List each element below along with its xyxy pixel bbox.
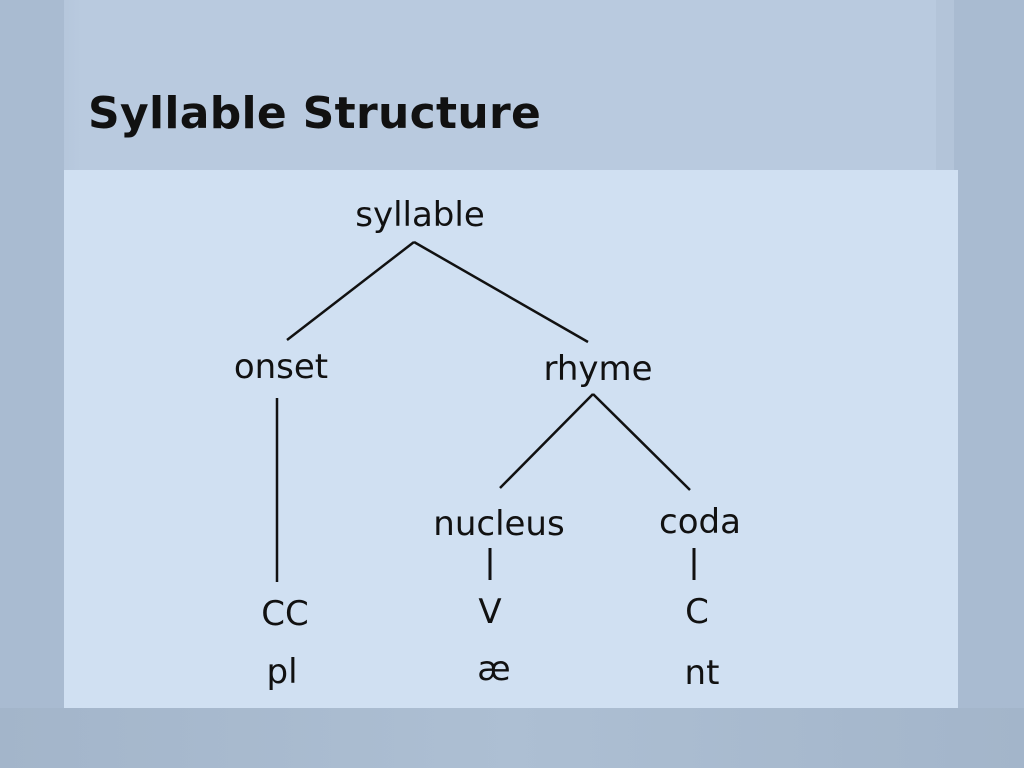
edge-rhyme-coda: [592, 393, 691, 491]
slot-v: V: [478, 592, 501, 632]
segment-nt: nt: [685, 653, 720, 693]
node-nucleus: nucleus: [433, 504, 564, 544]
edge-syllable-onset: [286, 241, 415, 341]
footer-bar: [0, 708, 1024, 768]
node-onset: onset: [234, 347, 328, 387]
node-coda: coda: [659, 502, 741, 542]
slide-title: Syllable Structure: [88, 88, 542, 139]
slot-c: C: [685, 592, 709, 632]
content-panel: [64, 170, 958, 708]
right-margin-band: [954, 0, 1024, 768]
edge-syllable-rhyme: [413, 240, 589, 344]
node-syllable: syllable: [355, 195, 485, 235]
edge-rhyme-nucleus: [499, 393, 594, 489]
segment-pl: pl: [266, 652, 297, 692]
left-margin-band: [0, 0, 64, 768]
node-rhyme: rhyme: [543, 349, 652, 389]
slot-cc: CC: [261, 594, 308, 634]
segment-ae: æ: [477, 649, 510, 689]
title-bar: [0, 0, 1024, 170]
